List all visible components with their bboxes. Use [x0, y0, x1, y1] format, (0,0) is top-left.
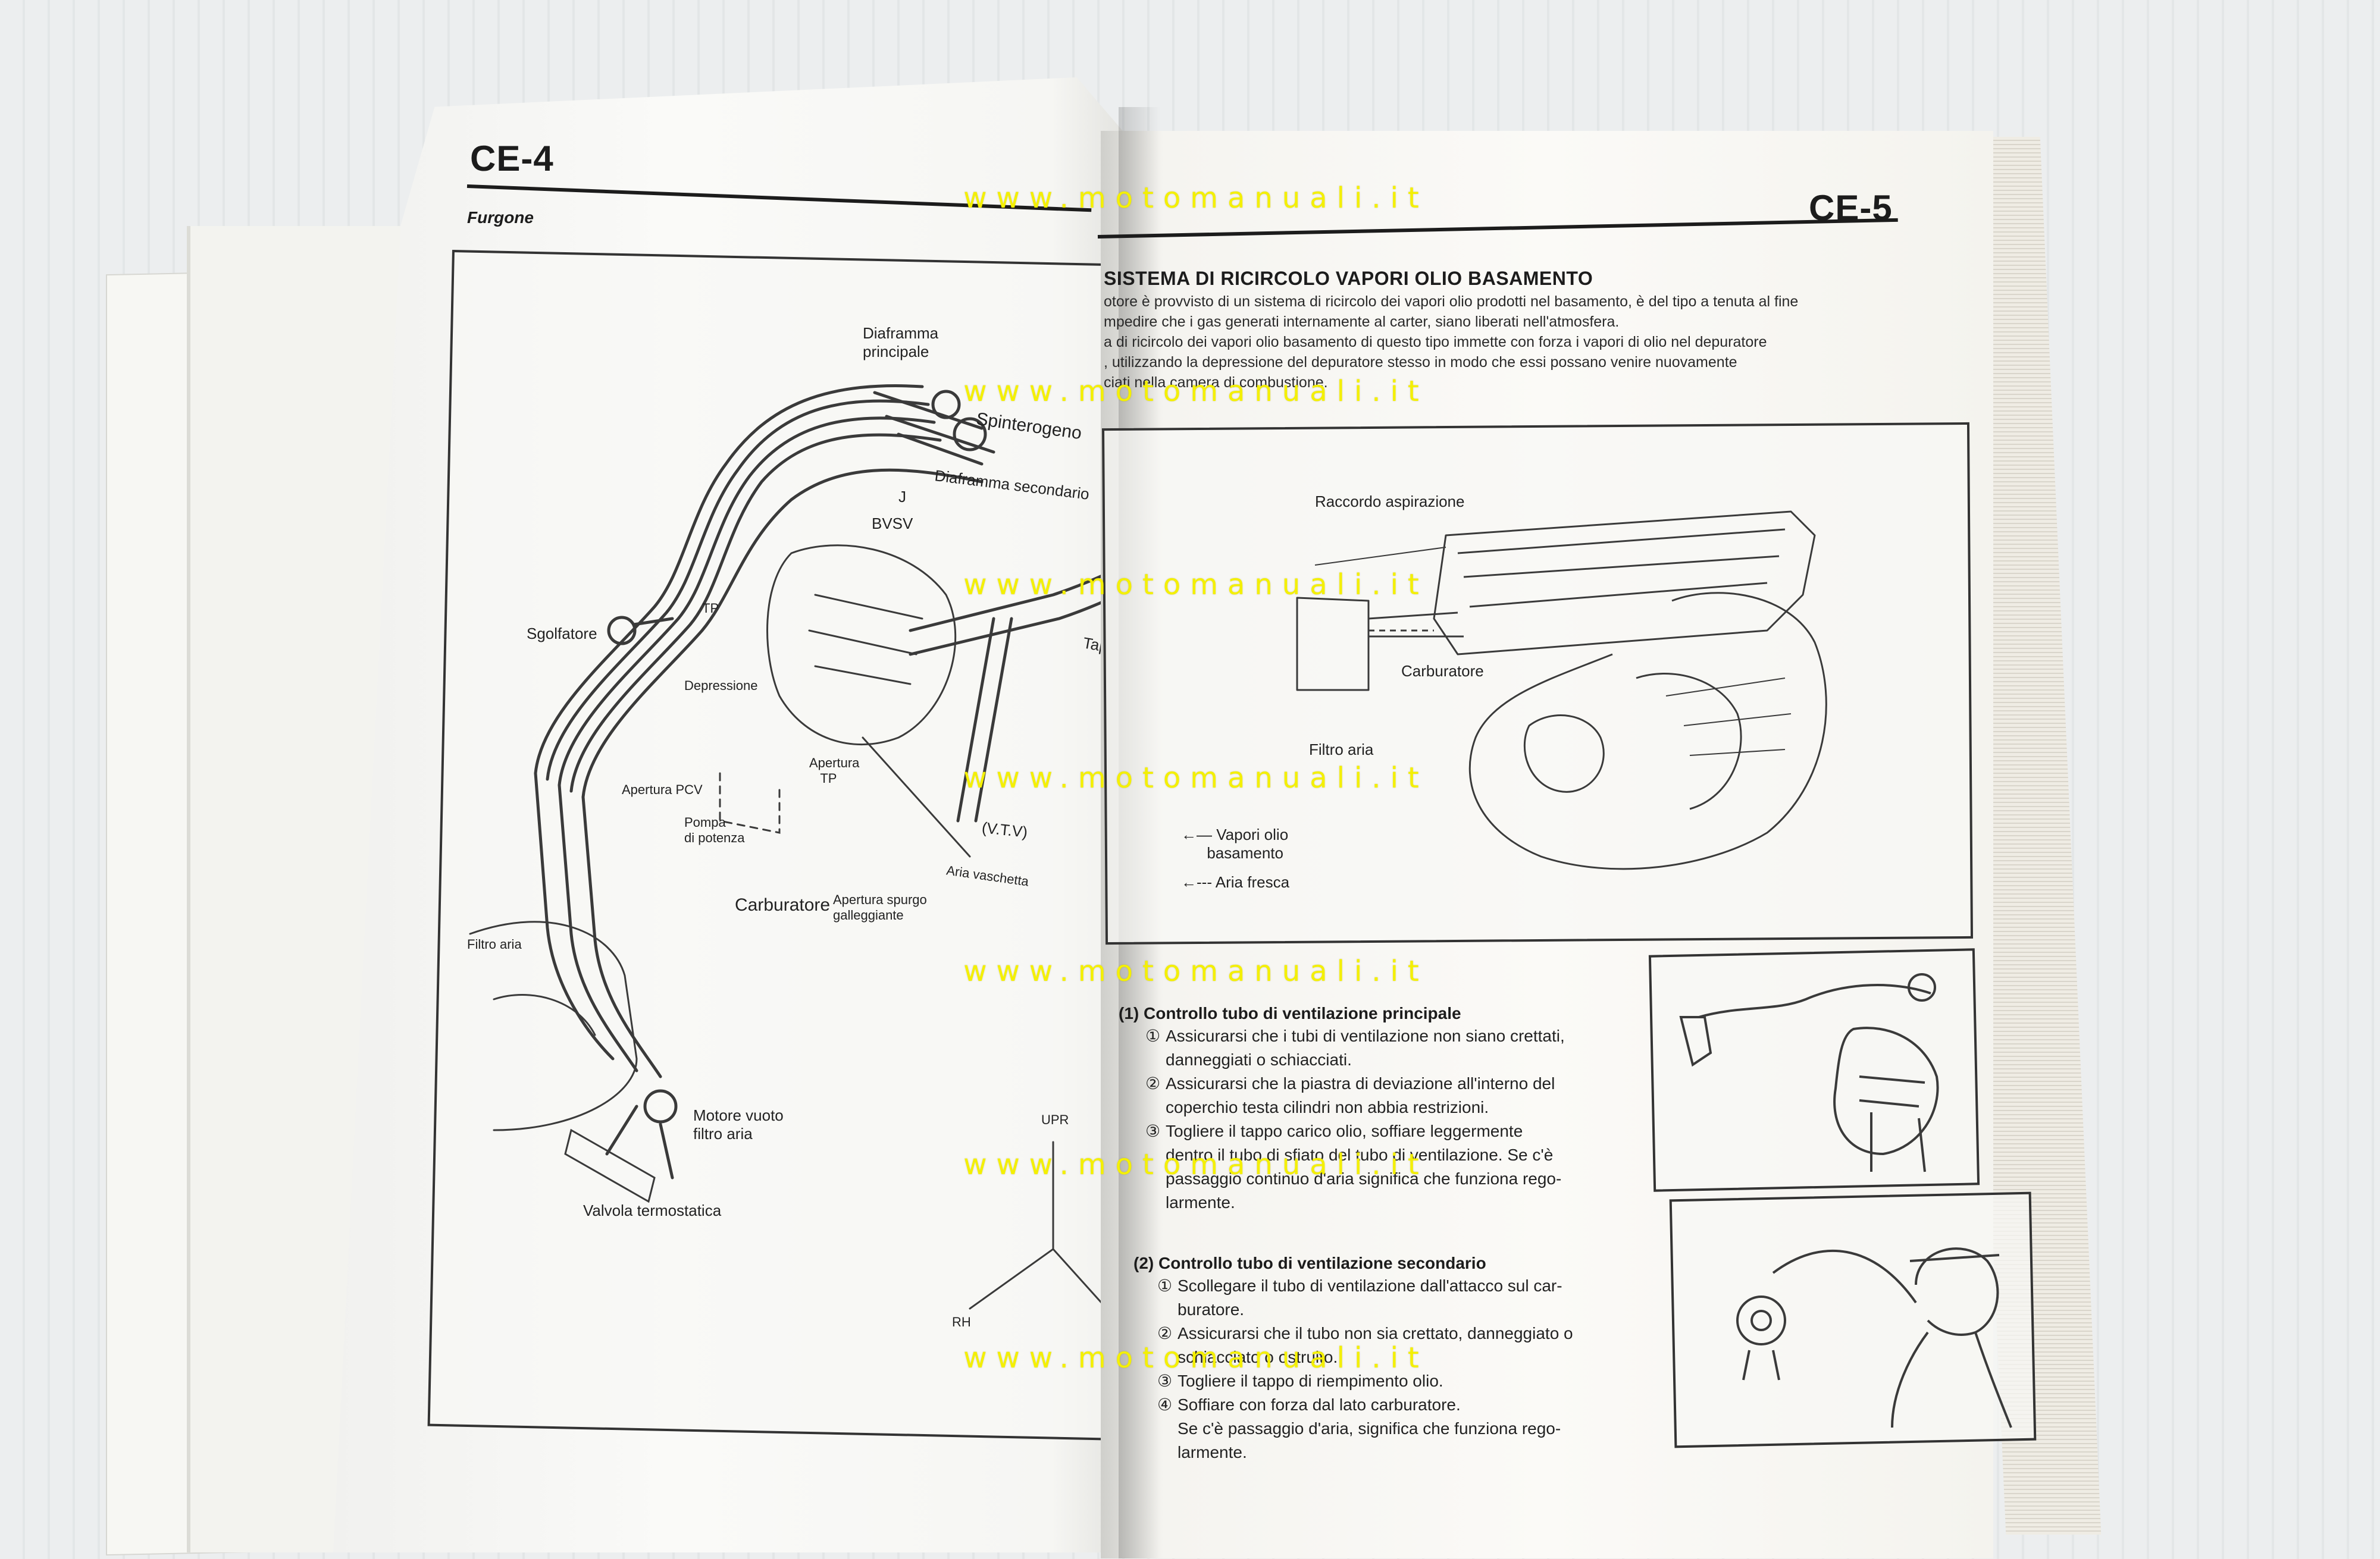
step1-item-3-cont1: dentro il tubo di sfiato del tubo di ven…: [1166, 1146, 1554, 1164]
legend-aria-fresca: ←--- Aria fresca: [1181, 873, 1290, 891]
step2-item-4-cont1: Se c'è passaggio d'aria, significa che f…: [1178, 1419, 1561, 1438]
intro-paragraph: otore è provvisto di un sistema di ricir…: [1104, 293, 1799, 391]
label-valvola-termostatica: Valvola termostatica: [583, 1202, 722, 1219]
watermark-5: www.motomanuali.it: [963, 955, 1429, 988]
step1-item-3-cont2: passaggio continuo d'aria significa che …: [1166, 1169, 1562, 1188]
blowing-test-illustration: [1736, 1247, 2012, 1428]
label-apertura-pcv: Apertura PCV: [622, 782, 703, 797]
watermark-2: www.motomanuali.it: [963, 375, 1429, 408]
watermark-4: www.motomanuali.it: [963, 761, 1429, 795]
right-section-title: SISTEMA DI RICIRCOLO VAPORI OLIO BASAMEN…: [1104, 268, 1593, 289]
left-page-code: CE-4: [470, 139, 554, 178]
label-raccordo-aspirazione: Raccordo aspirazione: [1315, 493, 1465, 510]
step1-item-2-cont: coperchio testa cilindri non abbia restr…: [1166, 1098, 1489, 1116]
watermark-7: www.motomanuali.it: [963, 1341, 1429, 1375]
step1-item-3-cont3: larmente.: [1166, 1193, 1235, 1212]
breather-hose-illustration: [1679, 973, 1939, 1172]
label-apertura-tp: Apertura TP: [809, 755, 860, 786]
label-filtro-aria-right: Filtro aria: [1309, 741, 1374, 758]
step1-item-1-cont: danneggiati o schiacciati.: [1166, 1050, 1352, 1069]
legend-vapori-olio: ←— Vapori olio basamento: [1181, 826, 1289, 862]
watermark-1: www.motomanuali.it: [963, 181, 1429, 215]
step1-heading: (1) Controllo tubo di ventilazione princ…: [1119, 1004, 1461, 1022]
step2-item-1-cont: buratore.: [1178, 1300, 1245, 1319]
label-sgolfatore: Sgolfatore: [527, 625, 597, 642]
axis-label-rh: RH: [952, 1315, 971, 1329]
label-j: J: [898, 488, 906, 506]
axis-label-up: UPR: [1041, 1112, 1069, 1127]
left-section-label: Furgone: [467, 208, 534, 227]
vacuum-hose-diagram: [469, 384, 1144, 1310]
label-tp: TP: [702, 601, 719, 616]
label-carburatore-right: Carburatore: [1401, 662, 1484, 680]
watermark-6: www.motomanuali.it: [963, 1148, 1429, 1181]
step2-item-2-cont: schiacciato o ostruito.: [1178, 1348, 1338, 1366]
label-depressione: Depressione: [684, 678, 758, 693]
crankcase-ventilation-diagram: [1296, 510, 1827, 870]
label-carburatore-left: Carburatore: [735, 895, 831, 915]
step2-item-4-cont2: larmente.: [1178, 1443, 1247, 1461]
label-bvsv: BVSV: [872, 515, 913, 532]
step2-heading: (2) Controllo tubo di ventilazione secon…: [1133, 1254, 1486, 1272]
label-filtro-aria-left: Filtro aria: [467, 937, 522, 952]
watermark-3: www.motomanuali.it: [963, 568, 1429, 601]
